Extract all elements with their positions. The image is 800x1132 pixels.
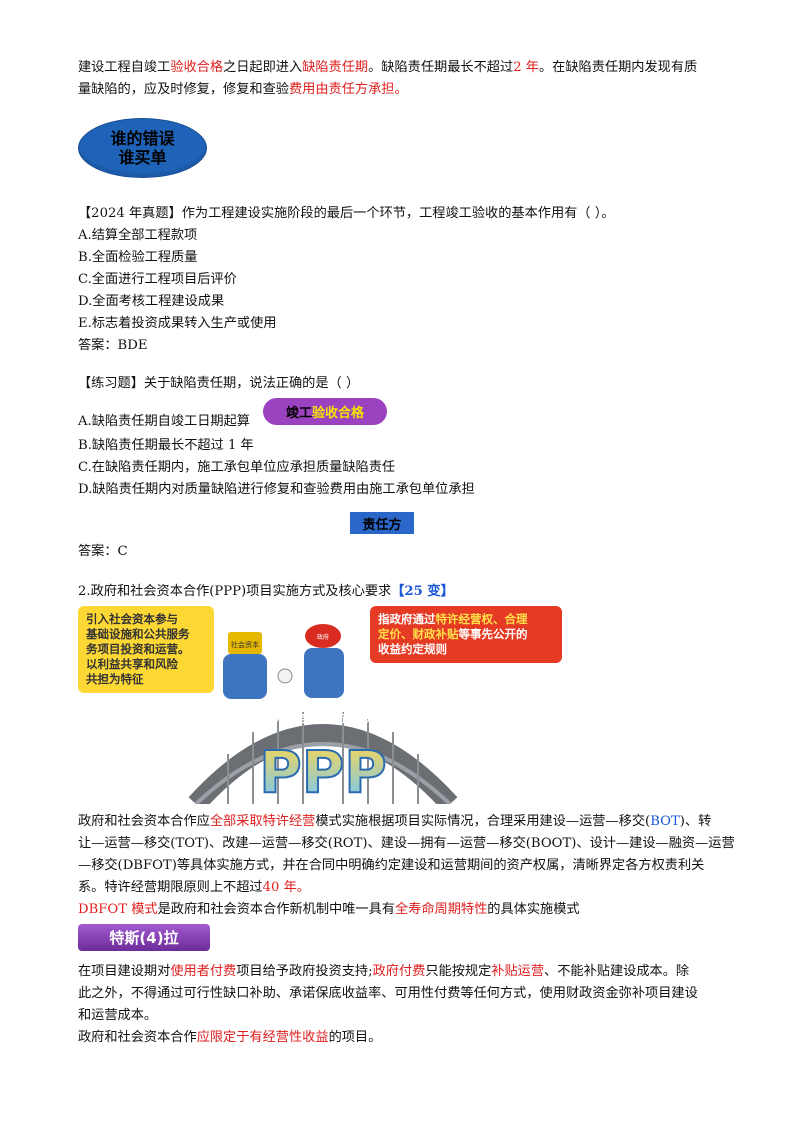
para2-line-2: 此之外，不得通过可行性缺口补助、承诺保底收益率、可用性付费等任何方式，使用财政资…: [78, 986, 698, 1001]
govt-hat: [305, 624, 341, 648]
intro-line-1: 建设工程自竣工验收合格之日起即进入缺陷责任期。缺陷责任期最长不超过2 年。在缺陷…: [78, 58, 697, 78]
highlight-text: 费用由责任方承担。: [289, 82, 408, 97]
text: 之日起即进入: [223, 60, 303, 75]
highlight-text: 缺陷责任期: [302, 60, 369, 75]
highlight-text: 政府付费: [372, 964, 426, 979]
text: 的具体实施模式: [487, 902, 580, 917]
pill-text: 竣工: [285, 406, 312, 421]
callout-line: 以利益共享和风险: [86, 657, 178, 671]
intro-line-2: 量缺陷的，应及时修复，修复和查验费用由责任方承担。: [78, 80, 408, 100]
text: 政府和社会资本合作应: [78, 814, 210, 829]
text: 。在缺陷责任期内发现有质: [538, 60, 698, 75]
para2-line-1: 在项目建设期对使用者付费项目给予政府投资支持;政府付费只能按规定补贴运营、不能补…: [78, 962, 689, 982]
yen-hat: [228, 632, 262, 654]
option: D.全面考核工程建设成果: [78, 294, 225, 309]
hat-label: 政府: [317, 633, 329, 641]
callout-text: 等事先公开的: [458, 627, 528, 641]
highlight-text: 补贴运营: [491, 964, 545, 979]
callout-line: 务项目投资和运营。: [86, 642, 190, 656]
bridge-arch: [188, 724, 458, 804]
para1-line-5: DBFOT 模式是政府和社会资本合作新机制中唯一具有全寿命周期特性的具体实施模式: [78, 900, 580, 920]
para1-line-2: 让—运营—移交(TOT)、改建—运营—移交(ROT)、建设—拥有—运营—移交(B…: [78, 836, 735, 851]
question1-stem: 【2024 年真题】作为工程建设实施阶段的最后一个环节，工程竣工验收的基本作用有…: [78, 206, 615, 221]
highlight-text: BOT: [650, 814, 680, 829]
highlight-text: 验收合格: [170, 60, 224, 75]
highlight-text: 应限定于有经营性收益: [196, 1030, 329, 1045]
highlight-text: 使用者付费: [170, 964, 237, 979]
text: 。缺陷责任期最长不超过: [368, 60, 514, 75]
callout-line: 基础设施和公共服务: [86, 627, 190, 641]
option: C.全面进行工程项目后评价: [78, 272, 237, 287]
text: 的项目。: [328, 1030, 382, 1045]
para2-line-4: 政府和社会资本合作应限定于有经营性收益的项目。: [78, 1028, 381, 1048]
text: 系。特许经营期限原则上不超过: [78, 880, 263, 895]
bridge-cables: [227, 712, 419, 804]
left-figure-body: [223, 654, 267, 699]
mnemonic-banner: 特斯(4)拉: [78, 924, 210, 951]
highlight-text: DBFOT 模式: [78, 902, 158, 917]
section-title-text: 2.政府和社会资本合作(PPP)项目实施方式及核心要求: [78, 584, 392, 599]
badge-line: 谁买单: [118, 148, 167, 167]
option: B.全面检验工程质量: [78, 250, 198, 265]
text: 只能按规定: [425, 964, 492, 979]
right-callout: 指政府通过特许经营权、合理 定价、财政补贴等事先公开的 收益约定规则: [370, 606, 562, 663]
answer: 答案：C: [78, 544, 128, 559]
text: 是政府和社会资本合作新机制中唯一具有: [157, 902, 395, 917]
option: E.标志着投资成果转入生产或使用: [78, 316, 277, 331]
para1-line-1: 政府和社会资本合作应全部采取特许经营模式实施根据项目实际情况，合理采用建设—运营…: [78, 812, 711, 832]
answer: 答案：BDE: [78, 338, 148, 353]
text: 模式实施根据项目实际情况，合理采用建设—运营—移交(: [315, 814, 651, 829]
option: B.缺陷责任期最长不超过 1 年: [78, 438, 254, 453]
callout-highlight: 定价、财政补贴: [378, 627, 459, 641]
oval-badge: 谁的错误 谁买单: [78, 118, 207, 178]
left-callout: 引入社会资本参与 基础设施和公共服务 务项目投资和运营。 以利益共享和风险 共担…: [78, 606, 214, 693]
right-figure-body: [304, 648, 344, 698]
annotation-pill: 竣工验收合格: [263, 398, 387, 425]
section-title: 2.政府和社会资本合作(PPP)项目实施方式及核心要求【25 变】: [78, 582, 454, 602]
callout-line: 收益约定规则: [378, 642, 447, 656]
handshake-icon: [277, 668, 293, 684]
para1-line-4: 系。特许经营期限原则上不超过40 年。: [78, 878, 310, 898]
para1-line-3: —移交(DBFOT)等具体实施方式，并在合同中明确约定建设和运营期间的资产权属，…: [78, 858, 705, 873]
badge-line: 谁的错误: [110, 129, 175, 148]
text: 、不能补贴建设成本。除: [544, 964, 690, 979]
callout-text: 指政府通过: [378, 612, 436, 626]
annotation-tag: 责任方: [350, 512, 414, 534]
text: 政府和社会资本合作: [78, 1030, 197, 1045]
highlight-text: 2 年: [513, 60, 539, 75]
section-badge: 【25 变】: [391, 584, 454, 599]
text: 建设工程自竣工: [78, 60, 171, 75]
pill-highlight: 验收合格: [312, 406, 365, 421]
ppp-illustration-art: 公共服务基础设施类项目 社会资本 政府 PPP: [188, 624, 458, 804]
text: 在项目建设期对: [78, 964, 171, 979]
ppp-illustration: 公共服务基础设施类项目 社会资本 政府 PPP 引入社会资本参与 基础设施和公共…: [78, 604, 568, 804]
option: D.缺陷责任期内对质量缺陷进行修复和查验费用由施工承包单位承担: [78, 482, 475, 497]
highlight-text: 全部采取特许经营: [209, 814, 316, 829]
highlight-text: 40 年。: [262, 880, 310, 895]
callout-line: 共担为特征: [86, 672, 144, 686]
hat-label: 社会资本: [231, 640, 259, 649]
question2-stem: 【练习题】关于缺陷责任期，说法正确的是（ ）: [78, 376, 360, 391]
callout-highlight: 特许经营权、合理: [435, 612, 528, 626]
highlight-text: 全寿命周期特性: [394, 902, 488, 917]
para2-line-3: 和运营成本。: [78, 1008, 158, 1023]
text: )、转: [679, 814, 712, 829]
callout-line: 引入社会资本参与: [86, 612, 178, 626]
option: A.结算全部工程款项: [78, 228, 198, 243]
ppp-big-text: PPP: [259, 738, 387, 804]
option: C.在缺陷责任期内，施工承包单位应承担质量缺陷责任: [78, 460, 396, 475]
text: 量缺陷的，应及时修复，修复和查验: [78, 82, 289, 97]
option: A.缺陷责任期自竣工日期起算: [78, 414, 250, 429]
text: 项目给予政府投资支持;: [236, 964, 373, 979]
bridge-label: 公共服务基础设施类项目: [263, 711, 384, 725]
